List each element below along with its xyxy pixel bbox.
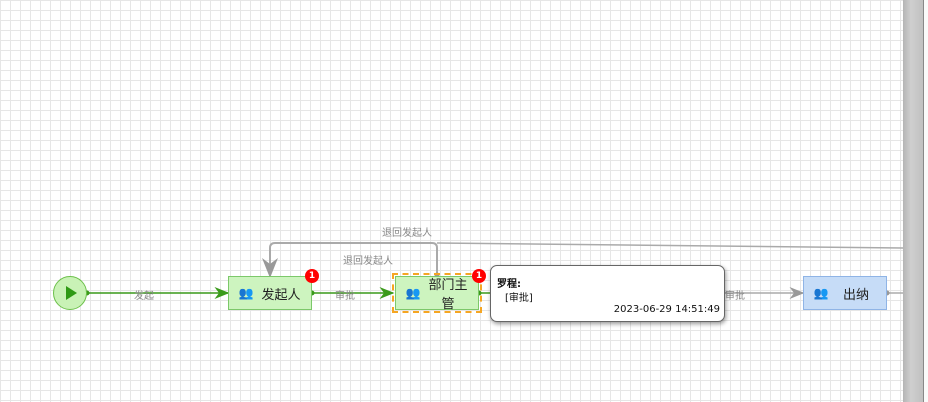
edge-label-return-1: 退回发起人	[343, 256, 393, 267]
scrollbar-edge	[923, 0, 928, 402]
node-dept-manager[interactable]: 👥 部门主管	[395, 276, 479, 312]
users-icon: 👥	[238, 286, 254, 300]
approval-tooltip: 罗程: [审批] 2023-06-29 14:51:49	[490, 265, 725, 322]
users-icon: 👥	[813, 286, 829, 300]
badge-count: 1	[305, 269, 319, 283]
node-label: 发起人	[261, 287, 301, 303]
edge-return-1[interactable]	[262, 242, 438, 278]
selected-outline	[392, 273, 482, 313]
edge-label-return-2: 退回发起人	[382, 228, 432, 239]
tooltip-action: [审批]	[505, 293, 533, 304]
node-cashier[interactable]: 👥 出纳	[803, 276, 887, 310]
edge-return-2[interactable]	[436, 242, 903, 249]
node-label: 部门主管	[428, 278, 468, 312]
start-node[interactable]	[53, 276, 87, 310]
node-initiator[interactable]: 👥 发起人	[228, 276, 312, 310]
vertical-scrollbar[interactable]	[903, 0, 923, 402]
badge-count: 1	[472, 269, 486, 283]
edge-label-approve-2: 审批	[725, 291, 745, 302]
play-icon	[66, 286, 77, 300]
users-icon: 👥	[405, 286, 421, 300]
edge-label-start: 发起	[134, 291, 154, 302]
tooltip-time: 2023-06-29 14:51:49	[613, 304, 720, 315]
tooltip-name: 罗程:	[497, 279, 521, 290]
node-label: 出纳	[842, 287, 869, 303]
edges-layer	[84, 242, 903, 299]
flow-canvas[interactable]	[0, 0, 903, 402]
edge-label-approve-1: 审批	[335, 291, 355, 302]
